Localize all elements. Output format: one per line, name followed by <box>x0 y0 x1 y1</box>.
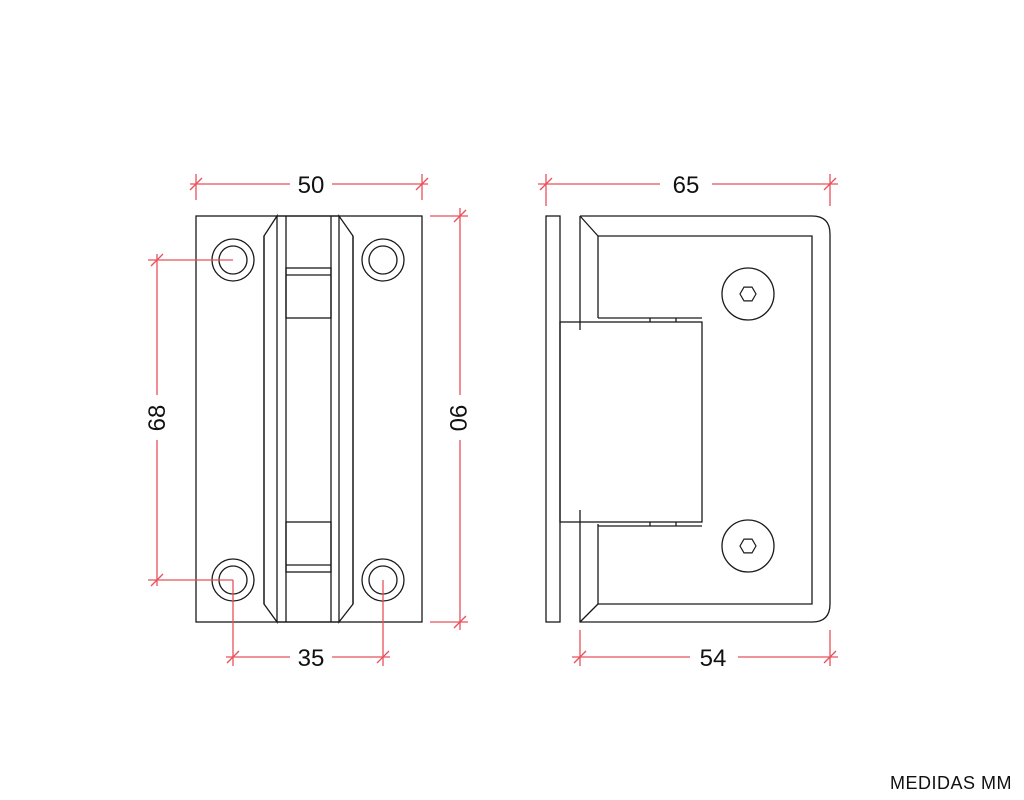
dimension-label-front-width: 50 <box>298 172 325 199</box>
hinge-side-view <box>545 215 831 623</box>
center-channel-left-bevel <box>263 213 278 625</box>
hinge-front-view <box>195 213 423 625</box>
knuckle-bottom <box>285 521 332 573</box>
dimension-label-side-body-width: 54 <box>700 645 727 672</box>
hex-screw-bottom <box>721 519 775 573</box>
dimension-label-hole-horizontal: 35 <box>298 645 325 672</box>
center-channel-right-bevel <box>338 213 354 624</box>
dimension-label-hole-vertical: 68 <box>144 405 171 432</box>
glass-clamp-plate <box>545 215 561 623</box>
dimension-lines <box>148 174 838 666</box>
screw-hole-top-right <box>361 238 405 282</box>
side-body-outer <box>579 215 831 623</box>
front-plate-outline <box>195 215 423 623</box>
hinge-block <box>559 321 703 523</box>
side-body-inner <box>597 235 813 605</box>
units-caption: MEDIDAS MM <box>890 773 1012 793</box>
dimension-label-side-total-width: 65 <box>673 172 700 199</box>
dimension-label-height: 90 <box>444 405 471 432</box>
knuckle-top <box>285 267 332 319</box>
hex-screw-top <box>721 267 775 321</box>
